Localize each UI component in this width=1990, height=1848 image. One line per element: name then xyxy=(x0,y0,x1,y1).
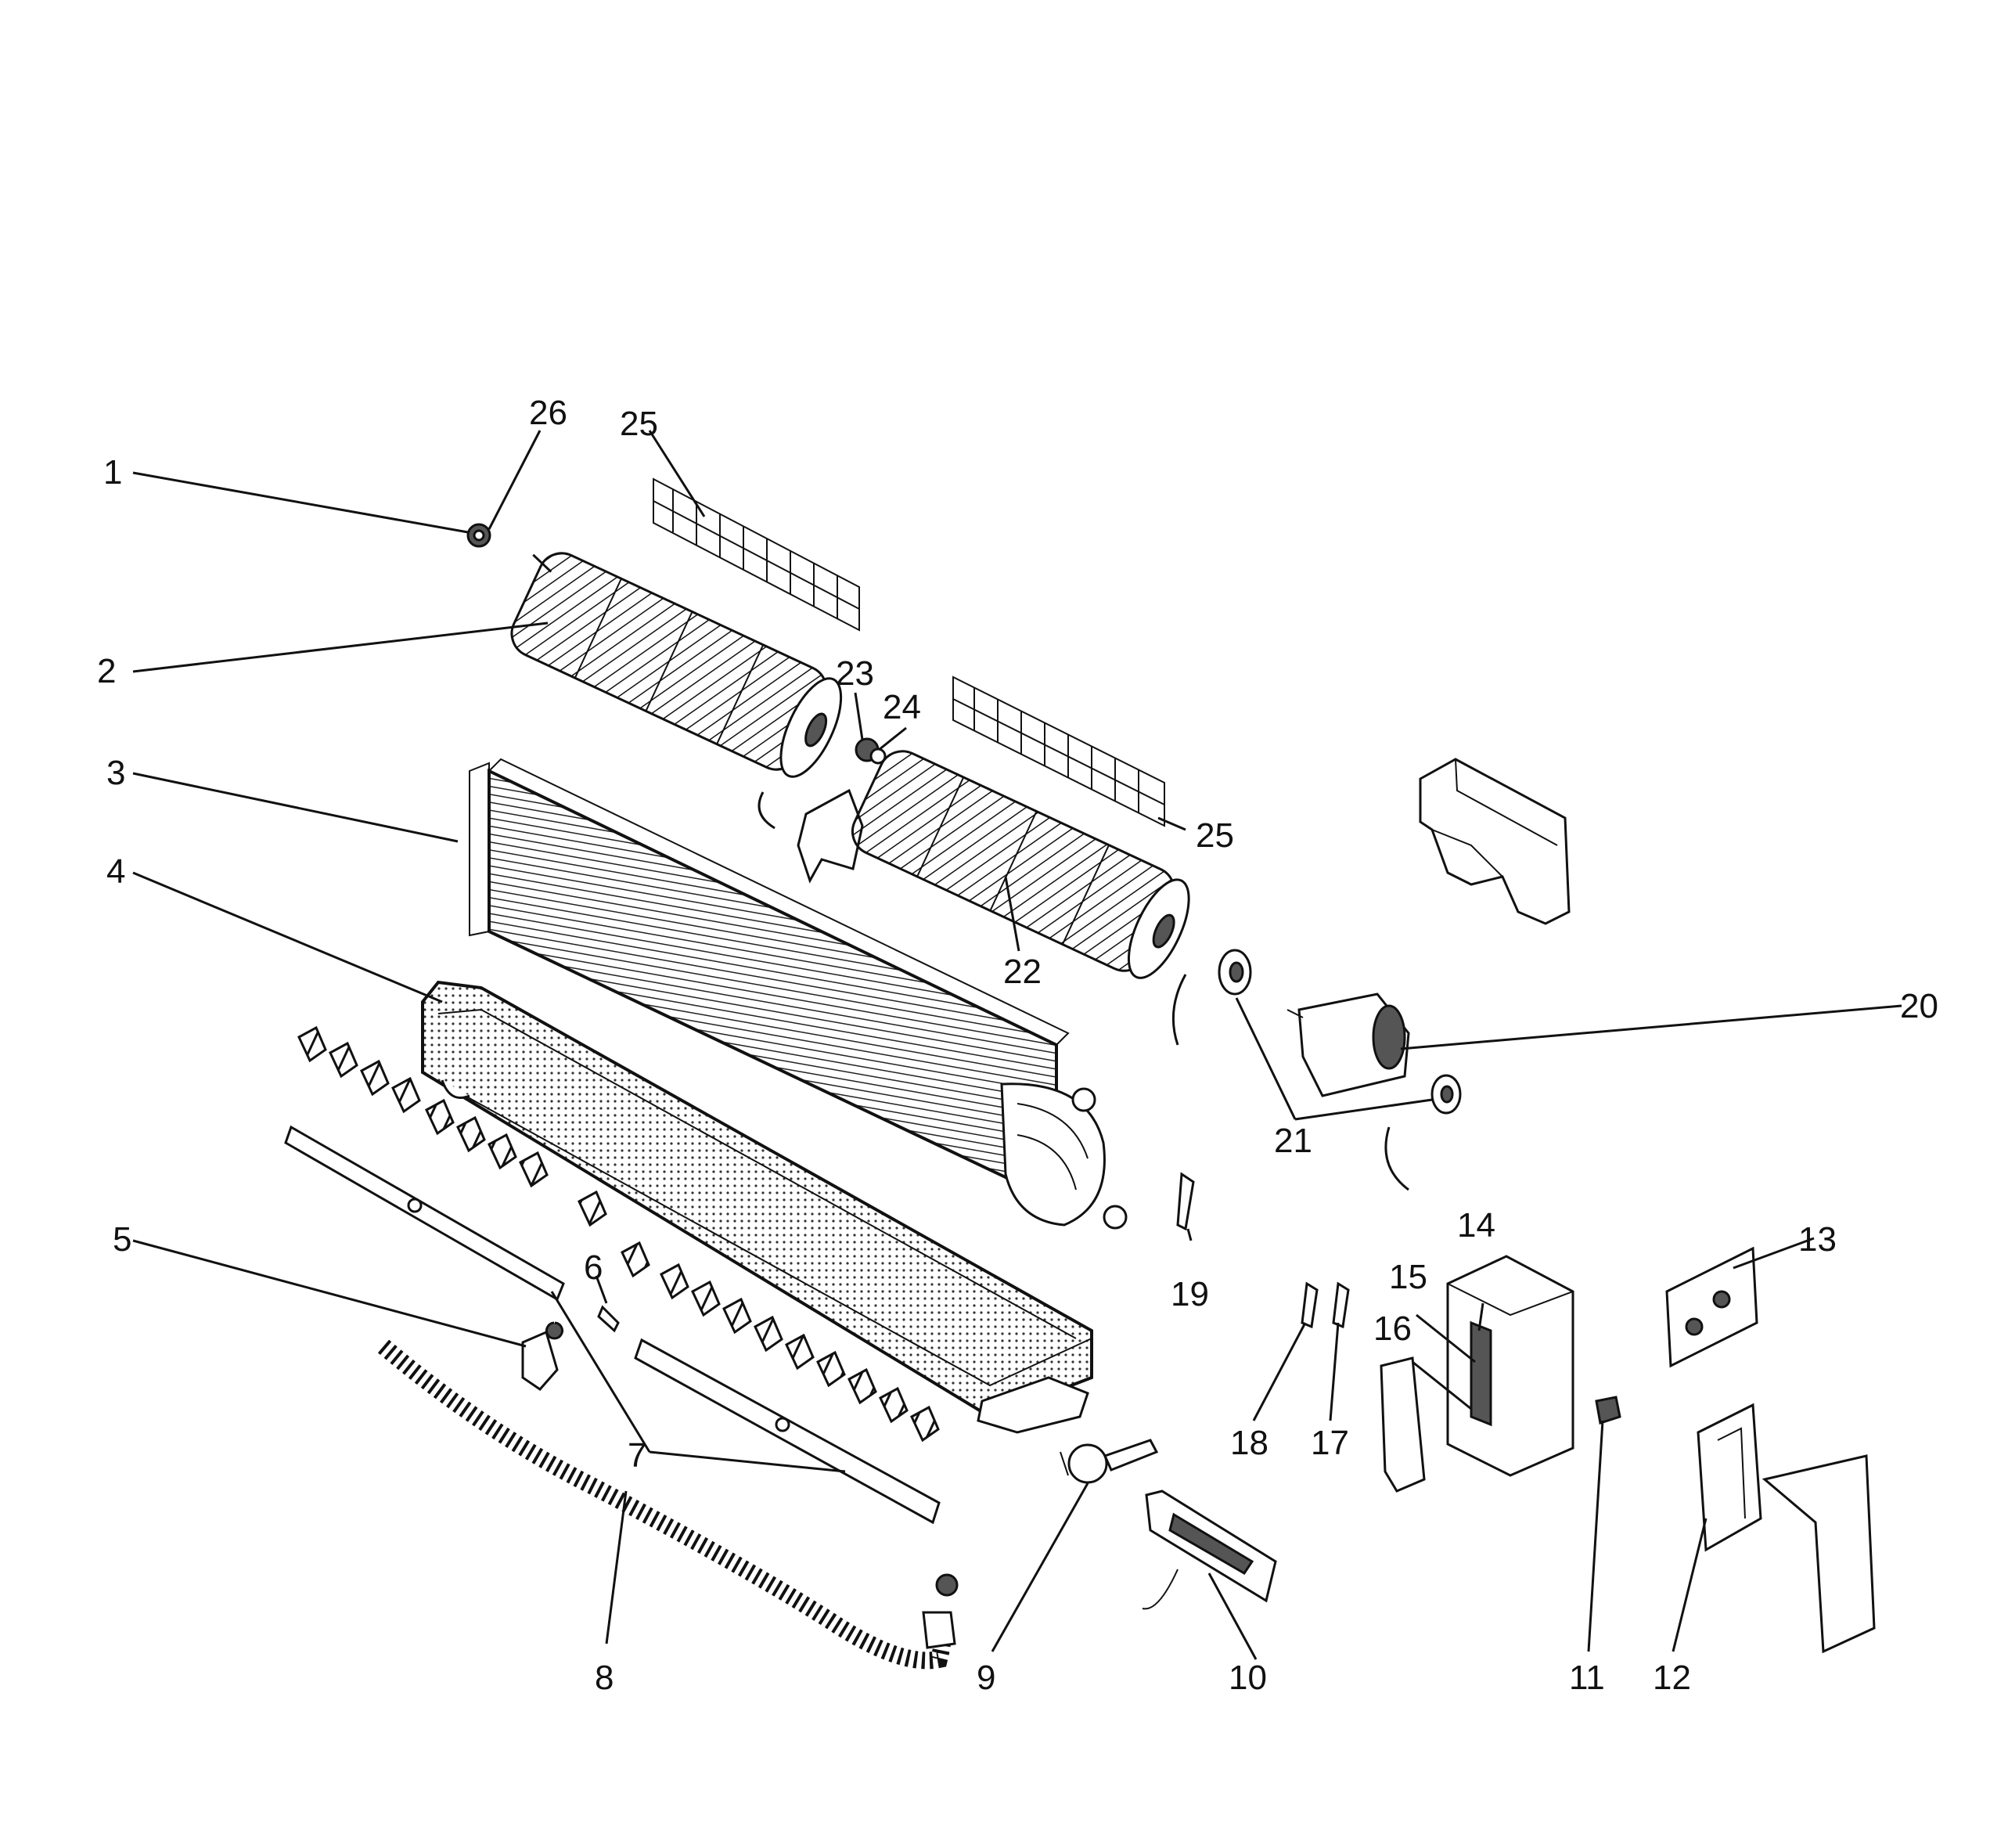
callout-26: 26 xyxy=(529,394,567,432)
side-bracket xyxy=(1761,1454,1876,1654)
part-22-cross-flow-fan-lower xyxy=(851,750,1190,979)
callout-20: 20 xyxy=(1900,987,1938,1025)
part-25-wire-guard-lower xyxy=(952,675,1165,827)
part-19-sensor xyxy=(1176,1172,1195,1231)
part-4-drain-pan xyxy=(421,980,1093,1434)
callout-5: 5 xyxy=(113,1220,131,1259)
callout-9: 9 xyxy=(977,1659,995,1697)
callout-15: 15 xyxy=(1389,1258,1427,1296)
callout-13: 13 xyxy=(1798,1220,1837,1259)
callout-7: 7 xyxy=(628,1436,646,1475)
part-11-connector xyxy=(1595,1396,1621,1425)
callout-24: 24 xyxy=(883,688,921,726)
callout-8: 8 xyxy=(595,1659,614,1697)
motor-clamp-right xyxy=(1384,1126,1409,1191)
callout-23: 23 xyxy=(836,654,874,693)
part-8-drain-hose xyxy=(377,1339,959,1670)
motor-clamp-left xyxy=(1171,974,1187,1046)
callout-10: 10 xyxy=(1229,1659,1267,1697)
callout-3: 3 xyxy=(106,754,125,792)
leader-lines xyxy=(132,430,1902,1660)
callout-2: 2 xyxy=(97,652,116,690)
callout-12: 12 xyxy=(1653,1659,1691,1697)
part-7-louver-link-upper xyxy=(284,1125,565,1302)
part-12-control-board xyxy=(1697,1403,1762,1552)
part-7-louver-link-lower xyxy=(634,1338,941,1525)
louver-row-upper xyxy=(297,1025,607,1227)
callout-22: 22 xyxy=(1003,953,1042,991)
callout-11: 11 xyxy=(1569,1659,1605,1697)
callout-25-upper: 25 xyxy=(620,405,658,443)
part-10-display-board xyxy=(1142,1490,1277,1610)
motor-mount-bracket xyxy=(1419,758,1571,925)
fan-bracket xyxy=(757,788,864,884)
part-26-bearing-nut xyxy=(466,523,491,548)
callout-14: 14 xyxy=(1457,1206,1495,1245)
part-18-sensor xyxy=(1301,1281,1319,1329)
part-21-rubber-mount xyxy=(1218,949,1462,1115)
callout-17: 17 xyxy=(1311,1424,1349,1462)
callout-16: 16 xyxy=(1373,1309,1412,1348)
callout-19: 19 xyxy=(1171,1275,1209,1313)
callout-18: 18 xyxy=(1230,1424,1268,1462)
part-6-clip xyxy=(597,1305,620,1333)
callout-1: 1 xyxy=(103,453,122,492)
part-23-24-bearing xyxy=(855,737,887,765)
callout-6: 6 xyxy=(584,1248,603,1287)
louver-row-lower xyxy=(621,1241,940,1443)
part-2-cross-flow-fan-upper xyxy=(510,552,843,778)
part-16-cover xyxy=(1380,1356,1426,1493)
callout-21: 21 xyxy=(1274,1122,1312,1160)
part-25-wire-guard-upper xyxy=(653,477,860,632)
part-5-bracket xyxy=(521,1321,563,1391)
callout-25-lower: 25 xyxy=(1196,816,1234,855)
callout-4: 4 xyxy=(106,852,125,891)
part-9-stepping-motor xyxy=(1060,1439,1159,1484)
part-14-electrical-box xyxy=(1446,1255,1574,1477)
part-17-sensor xyxy=(1332,1281,1350,1329)
part-3-evaporator-coil xyxy=(469,758,1128,1230)
callout-labels: 1 2 3 4 5 6 7 8 9 10 11 12 13 14 15 16 1… xyxy=(97,394,1938,1697)
part-13-pcb xyxy=(1665,1246,1758,1368)
part-20-fan-motor xyxy=(1286,992,1410,1097)
